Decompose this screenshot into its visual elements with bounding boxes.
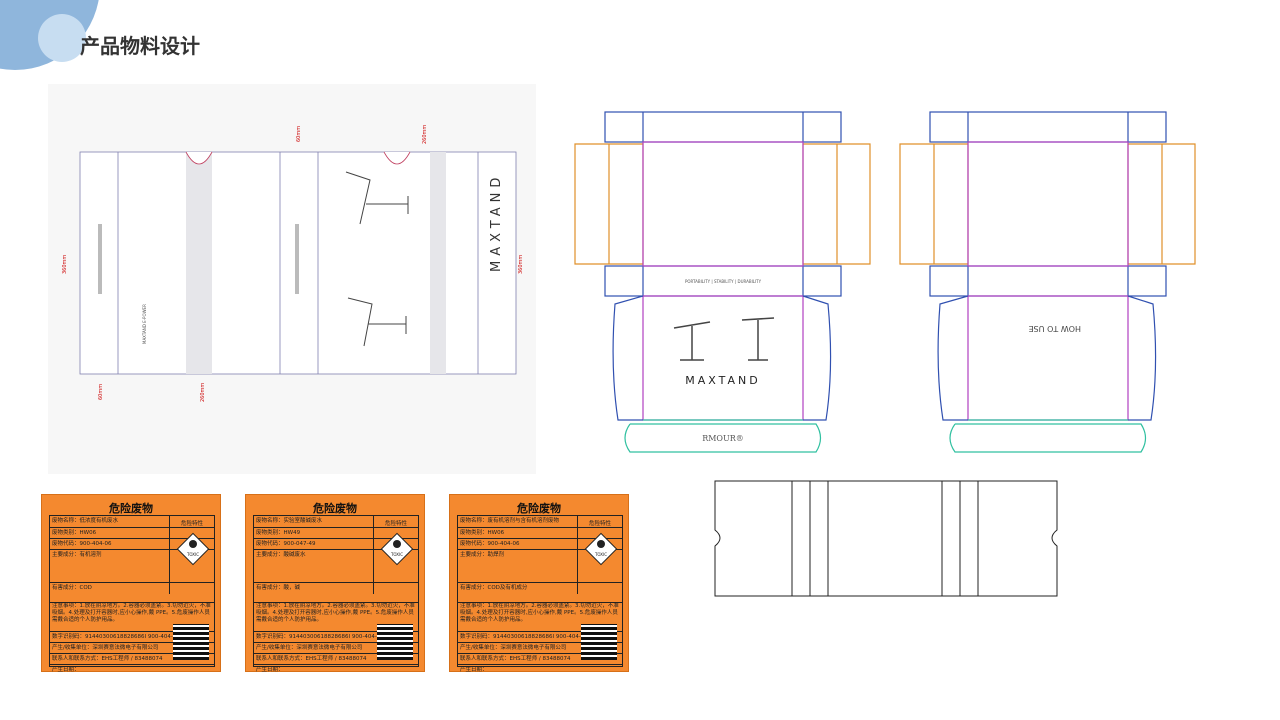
label-date: 产生日期：	[458, 664, 622, 675]
label-note: 注意事项：1.放在阴凉地方。2.容器必须盖紧。3.切勿近火，不准吸烟。4.处理及…	[50, 602, 214, 631]
label-main: 主要成分：有机溶剂	[50, 549, 214, 560]
label-name: 废物名称：低浓度有机废水	[52, 518, 119, 524]
mailer-box-dieline-inner: HOW TO USE	[899, 111, 1196, 453]
qr-code	[581, 624, 617, 660]
label-name: 废物名称：废有机溶剂与含有机溶剂废物	[460, 518, 560, 524]
slide-title: 产品物料设计	[80, 34, 200, 58]
qr-code	[173, 624, 209, 660]
label-producer: 产生/收集单位：深圳赛意法微电子有限公司	[50, 642, 214, 653]
label-id: 数字识别码：91440300618828686I 900-404-06	[458, 631, 622, 642]
label-main: 主要成分：助焊剂	[458, 549, 622, 560]
svg-text:TOXIC: TOXIC	[186, 552, 199, 557]
label-note: 注意事项：1.放在阴凉地方。2.容器必须盖紧。3.切勿近火，不准吸烟。4.处理及…	[458, 602, 622, 631]
label-category: 废物类别：HW06	[50, 527, 214, 538]
qr-code	[377, 624, 413, 660]
label-code: 废物代码：900-047-49	[254, 538, 418, 549]
label-harm: 有害成分：COD及有机成分	[458, 582, 622, 593]
label-code: 废物代码：900-404-06	[50, 538, 214, 549]
hazard-char-label: 危险特性	[384, 521, 407, 527]
label-id: 数字识别码：91440300618828686I 900-404-06	[50, 631, 214, 642]
hazard-char-label: 危险特性	[180, 521, 203, 527]
dim-height-left: 360mm	[62, 255, 68, 274]
sleeve-dieline: MAXTAND MAXTAND E-POWER 360mm 360mm 60mm…	[62, 125, 524, 402]
sleeve-product-line: MAXTAND E-POWER	[142, 304, 147, 344]
toxic-icon: TOXIC	[380, 532, 414, 566]
box-brand: MAXTAND	[685, 374, 760, 387]
dim-width: 260mm	[200, 383, 206, 402]
label-contact: 联系人和联系方式：EHS工程师 / 83488074	[458, 653, 622, 664]
label-date: 产生日期：	[50, 664, 214, 675]
svg-text:TOXIC: TOXIC	[594, 552, 607, 557]
hazard-characteristics: 危险特性 TOXIC	[169, 516, 214, 594]
dim-height-right: 360mm	[518, 255, 524, 274]
label-producer: 产生/收集单位：深圳赛意法微电子有限公司	[254, 642, 418, 653]
box-bottom-brand: RMOUR®	[702, 434, 744, 443]
toxic-icon: TOXIC	[176, 532, 210, 566]
label-category: 废物类别：HW06	[458, 527, 622, 538]
mailer-box-dieline-front: MAXTAND PORTABILITY | STABILITY | DURABI…	[574, 111, 871, 453]
hazard-characteristics: 危险特性 TOXIC	[577, 516, 622, 594]
toxic-icon: TOXIC	[584, 532, 618, 566]
label-title: 危险废物	[517, 502, 561, 515]
sleeve-outline	[714, 480, 1058, 597]
label-title: 危险废物	[109, 502, 153, 515]
label-name: 废物名称：实验室酸碱废水	[256, 518, 323, 524]
sleeve-brand: MAXTAND	[489, 173, 504, 272]
svg-text:TOXIC: TOXIC	[390, 552, 403, 557]
label-note: 注意事项：1.放在阴凉地方。2.容器必须盖紧。3.切勿近火，不准吸烟。4.处理及…	[254, 602, 418, 631]
label-title: 危险废物	[313, 502, 357, 515]
label-code: 废物代码：900-404-06	[458, 538, 622, 549]
box-instruction: HOW TO USE	[1029, 324, 1081, 333]
sleeve-dieline-panel: MAXTAND MAXTAND E-POWER 360mm 360mm 60mm…	[48, 84, 536, 474]
dim-tab: 60mm	[98, 384, 104, 400]
label-contact: 联系人和联系方式：EHS工程师 / 83488074	[50, 653, 214, 664]
box-slogan: PORTABILITY | STABILITY | DURABILITY	[685, 279, 762, 284]
label-producer: 产生/收集单位：深圳赛意法微电子有限公司	[458, 642, 622, 653]
label-harm: 有害成分：COD	[50, 582, 214, 593]
label-contact: 联系人和联系方式：EHS工程师 / 83488074	[254, 653, 418, 664]
corner-small-circle-decoration	[38, 14, 86, 62]
hazard-characteristics: 危险特性 TOXIC	[373, 516, 418, 594]
label-main: 主要成分：酸碱废水	[254, 549, 418, 560]
label-id: 数字识别码：91440300618828686I 900-404-06	[254, 631, 418, 642]
label-harm: 有害成分：酸，碱	[254, 582, 418, 593]
dim-inner: 260mm	[422, 125, 428, 144]
dim-flap: 60mm	[296, 126, 302, 142]
hazard-char-label: 危险特性	[588, 521, 611, 527]
label-category: 废物类别：HW49	[254, 527, 418, 538]
label-date: 产生日期：	[254, 664, 418, 675]
